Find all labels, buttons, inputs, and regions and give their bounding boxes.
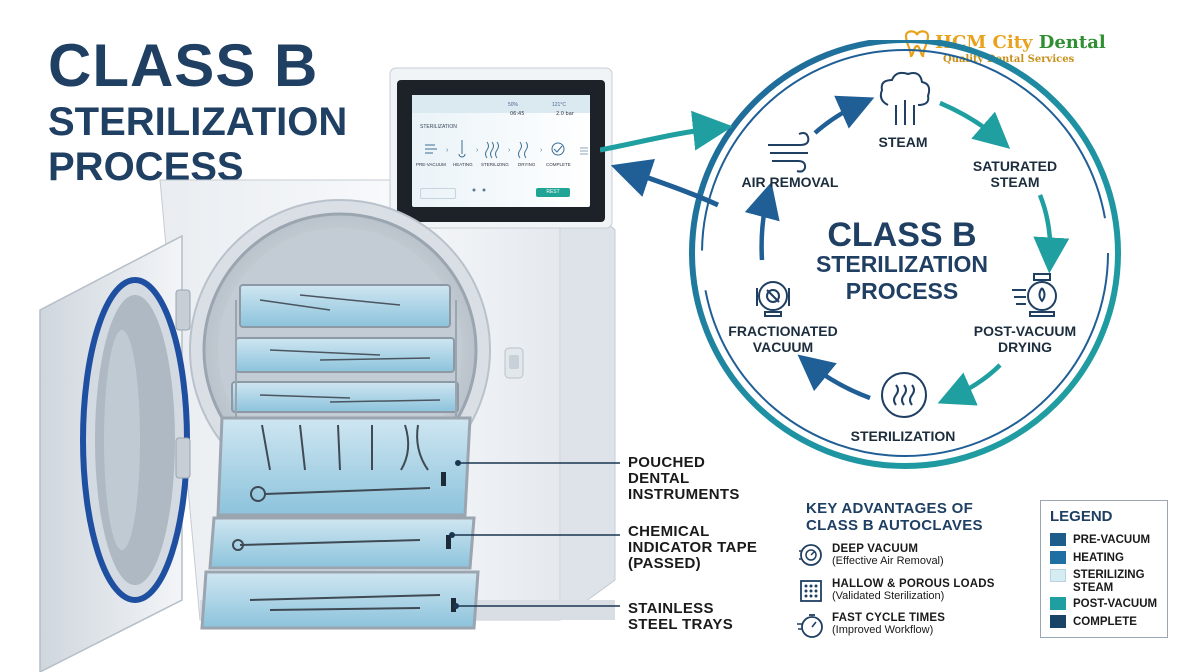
cycle-center-line-3: PROCESS: [845, 278, 959, 304]
stage-label-postvac-line-2: DRYING: [998, 339, 1052, 355]
screen-step-drying: DRYING: [518, 162, 536, 167]
stage-label-saturated-steam: SATURATED STEAM: [960, 158, 1070, 190]
stage-label-sterilization: STERILIZATION: [850, 428, 956, 444]
autoclave-illustration: › › › ›: [39, 67, 616, 672]
stage-label-fractionated-line-1: FRACTIONATED: [728, 323, 838, 339]
callout-pouched-line-2: DENTAL: [628, 470, 690, 487]
screen-step-sterilizing: STERILIZING: [481, 162, 509, 167]
screen-rest-button[interactable]: REST: [536, 188, 570, 197]
legend-title: LEGEND: [1050, 508, 1113, 525]
legend-swatch-pre-vacuum: [1050, 533, 1066, 546]
svg-text:›: ›: [446, 147, 449, 154]
steam-cloud-icon: [879, 71, 931, 125]
screen-step-prevacuum: PRE-VACUUM: [416, 162, 446, 167]
screen-sub-right: 2.0 bar: [556, 111, 574, 117]
callout-indicator-tape: CHEMICAL INDICATOR TAPE (PASSED): [628, 524, 757, 572]
screen-status-right: 121°C: [552, 102, 566, 108]
callout-pouched-instruments: POUCHED DENTAL INSTRUMENTS: [628, 455, 740, 503]
advantage-subtitle: (Improved Workflow): [832, 624, 934, 636]
advantage-item-fast-cycle: FAST CYCLE TIMES (Improved Workflow): [832, 612, 945, 636]
advantage-title: DEEP VACUUM: [832, 543, 919, 555]
screen-title: STERILIZATION: [420, 124, 457, 130]
legend-swatch-complete: [1050, 615, 1066, 628]
legend-label-heating: HEATING: [1073, 552, 1124, 564]
advantages-heading-line-1: KEY ADVANTAGES OF: [806, 500, 974, 517]
brand-tagline: Quality Dental Services: [943, 54, 1075, 65]
stopwatch-icon: [797, 614, 823, 638]
screen-status-left: 50%: [508, 102, 519, 108]
callout-pouched-line-1: POUCHED: [628, 454, 706, 471]
stage-label-saturated-line-1: SATURATED: [972, 158, 1058, 174]
svg-text:›: ›: [508, 147, 511, 154]
advantage-subtitle: (Effective Air Removal): [832, 555, 944, 567]
legend-label-sterilizing-steam: STERILIZING STEAM: [1073, 569, 1145, 594]
advantages-heading-line-2: CLASS B AUTOCLAVES: [806, 517, 983, 534]
screen-back-button[interactable]: [420, 188, 456, 199]
advantages-heading: KEY ADVANTAGES OF CLASS B AUTOCLAVES: [806, 500, 983, 534]
cycle-center-line-2: STERILIZATION: [815, 251, 989, 277]
advantage-item-porous-loads: HALLOW & POROUS LOADS (Validated Sterili…: [832, 578, 995, 602]
tooth-logo-icon: [904, 30, 930, 58]
legend-swatch-post-vacuum: [1050, 597, 1066, 610]
vacuum-gauge-icon: [799, 544, 822, 566]
advantage-subtitle: (Validated Sterilization): [832, 590, 945, 602]
sterilization-heat-icon: [881, 372, 927, 418]
screen-step-complete: COMPLETE: [546, 162, 571, 167]
callout-trays-line-1: STAINLESS: [628, 600, 714, 617]
stage-label-steam: STEAM: [878, 134, 928, 150]
callout-tape-line-2: INDICATOR TAPE: [628, 539, 758, 556]
callout-pouched-line-3: INSTRUMENTS: [628, 486, 740, 503]
screen-sub-left: 06:45: [510, 111, 525, 117]
machine-to-cycle-arrow: [600, 110, 733, 153]
legend-swatch-sterilizing-steam: [1050, 569, 1066, 582]
page-title-line-2: STERILIZATION: [48, 100, 348, 144]
callout-tape-line-3: (PASSED): [628, 555, 701, 572]
legend-label-pre-vacuum: PRE-VACUUM: [1073, 534, 1151, 546]
stage-label-postvac-line-1: POST-VACUUM: [973, 323, 1077, 339]
post-vacuum-pump-icon: [1012, 273, 1057, 317]
cycle-to-machine-arrow: [610, 158, 720, 208]
legend-label-complete: COMPLETE: [1073, 616, 1137, 628]
stage-label-fractionated-vacuum: FRACTIONATED VACUUM: [718, 323, 848, 355]
svg-text:›: ›: [540, 147, 543, 154]
svg-text:›: ›: [476, 147, 479, 154]
fractionated-vacuum-icon: [756, 281, 790, 317]
screen-step-heating: HEATING: [453, 162, 473, 167]
brand-name-dental: Dental: [1038, 32, 1106, 53]
air-removal-icon: [768, 132, 810, 173]
porous-grid-icon: [800, 580, 822, 602]
callout-steel-trays: STAINLESS STEEL TRAYS: [628, 601, 733, 633]
cycle-center-title: CLASS B: [827, 216, 977, 254]
callout-trays-line-2: STEEL TRAYS: [628, 616, 733, 633]
callout-leader-lines: [449, 460, 620, 609]
stage-label-saturated-line-2: STEAM: [990, 174, 1040, 190]
advantage-title: FAST CYCLE TIMES: [832, 612, 946, 624]
stage-label-fractionated-line-2: VACUUM: [752, 339, 814, 355]
legend-label-post-vacuum: POST-VACUUM: [1073, 598, 1158, 610]
callout-tape-line-1: CHEMICAL: [628, 523, 710, 540]
legend-swatch-heating: [1050, 551, 1066, 564]
advantage-title: HALLOW & POROUS LOADS: [832, 578, 995, 590]
stage-label-air-removal: AIR REMOVAL: [741, 174, 839, 190]
page-title-line-1: CLASS B: [48, 32, 319, 99]
stage-label-post-vacuum-drying: POST-VACUUM DRYING: [960, 323, 1090, 355]
sterilization-cycle-diagram: [600, 40, 1121, 469]
advantage-item-deep-vacuum: DEEP VACUUM (Effective Air Removal): [832, 543, 944, 567]
